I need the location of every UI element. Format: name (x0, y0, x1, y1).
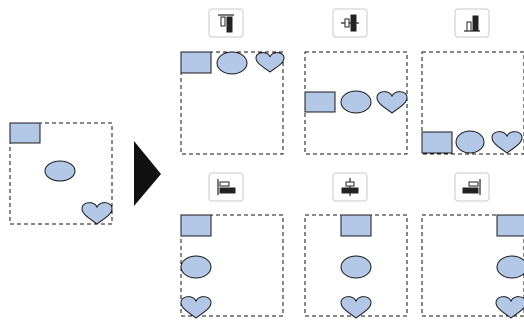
ellipse-shape (340, 255, 372, 279)
rectangle-shape (340, 214, 372, 237)
align-bottom-button[interactable] (454, 8, 490, 38)
icon-bar (350, 14, 357, 32)
ellipse-shape (180, 255, 212, 279)
align-horizontal-center-icon (341, 178, 359, 196)
button-frame (208, 172, 244, 202)
icon-bar (466, 21, 472, 32)
icon-bar (472, 15, 479, 32)
icon-bar (468, 181, 479, 187)
rectangle-shape (421, 131, 453, 154)
result-panel-align-middle (304, 51, 408, 155)
align-left-icon (217, 179, 236, 195)
ellipse-shape (496, 255, 524, 279)
source-panel (9, 122, 113, 225)
rectangle-shape (180, 214, 212, 237)
result-panel-align-center (304, 214, 408, 319)
rectangle-shape (180, 51, 212, 74)
align-vertical-center-button[interactable] (332, 8, 368, 38)
align-horizontal-center-button[interactable] (332, 172, 368, 202)
heart-shape (491, 131, 523, 154)
button-frame (454, 8, 490, 38)
rectangle-shape (304, 91, 336, 113)
icon-bar (462, 187, 479, 194)
result-panel-align-left (180, 214, 284, 319)
result-frame (180, 214, 284, 317)
icon-bar (345, 181, 355, 187)
align-bottom-icon (464, 15, 480, 32)
icon-bar (226, 16, 233, 33)
result-frame (421, 51, 524, 155)
heart-shape (255, 52, 285, 73)
icon-bar (219, 187, 236, 194)
heart-shape (340, 296, 372, 319)
heart-shape (495, 296, 524, 319)
icon-bar (344, 18, 350, 28)
heart-shape (81, 202, 113, 225)
ellipse-shape (340, 90, 372, 114)
rectangle-shape (496, 214, 524, 237)
align-vertical-center-icon (341, 14, 359, 32)
button-frame (454, 172, 490, 202)
button-frame (208, 8, 244, 38)
result-panel-align-right (421, 214, 524, 319)
align-left-button[interactable] (208, 172, 244, 202)
ellipse-shape (216, 51, 248, 75)
result-frame (421, 214, 524, 317)
source-frame (9, 122, 113, 225)
align-right-button[interactable] (454, 172, 490, 202)
ellipse-shape (455, 130, 485, 154)
icon-bar (341, 187, 359, 194)
heart-shape (376, 91, 408, 114)
icon-bar (220, 16, 226, 27)
align-right-icon (462, 179, 481, 195)
result-panel-align-bottom (421, 51, 524, 155)
align-top-icon (218, 14, 234, 33)
right-arrow-icon (134, 141, 161, 206)
heart-shape (180, 296, 212, 319)
ellipse-shape (44, 160, 76, 182)
result-panel-align-top (180, 51, 285, 155)
align-top-button[interactable] (208, 8, 244, 38)
rectangle-shape (9, 122, 41, 144)
icon-bar (219, 181, 230, 187)
